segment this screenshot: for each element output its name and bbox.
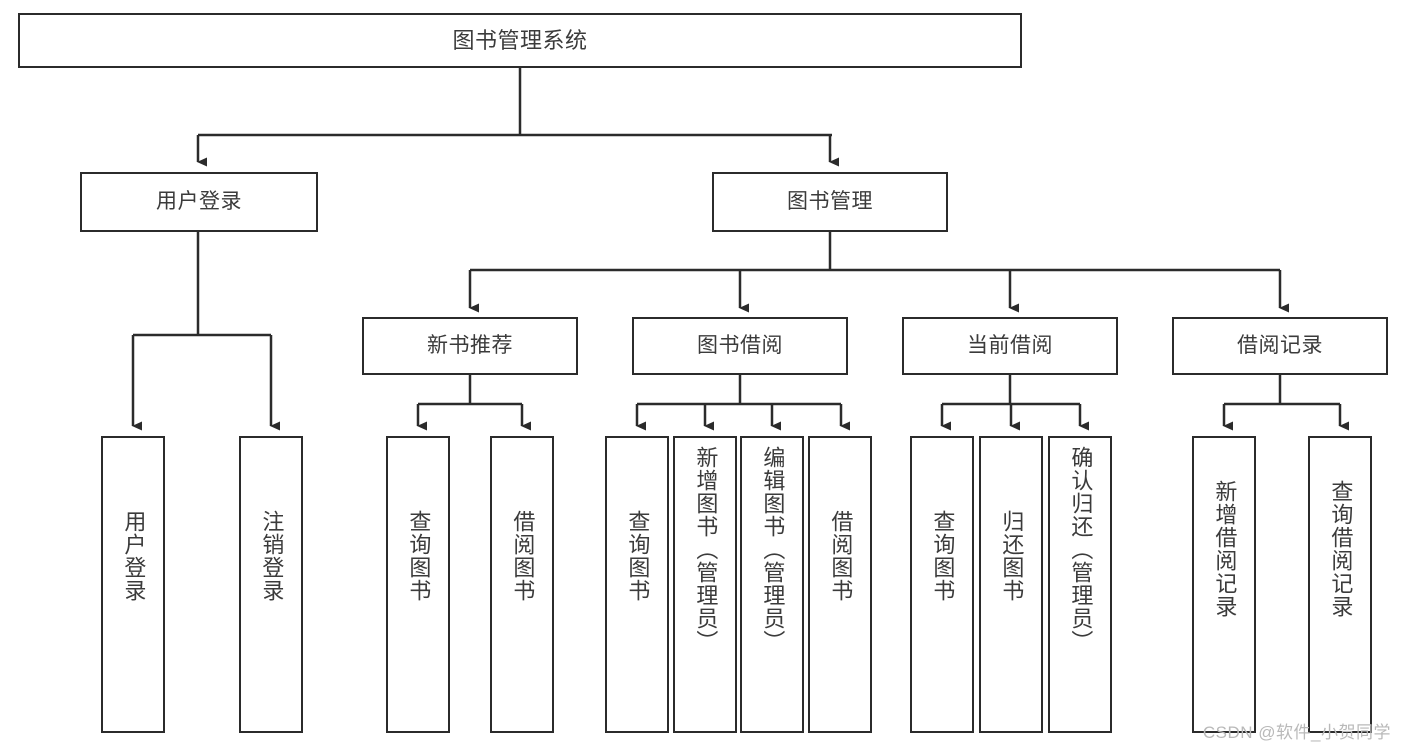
node-label: 当前借阅 [967, 333, 1053, 357]
node-label: 编辑图书（管理员） [760, 446, 786, 653]
node-label: 图书管理系统 [452, 27, 588, 53]
leaf-add-record[interactable]: 新增借阅记录 [1192, 436, 1256, 733]
leaf-edit-book[interactable]: 编辑图书（管理员） [740, 436, 804, 733]
node-user-login[interactable]: 用户登录 [80, 172, 318, 232]
node-label: 借阅图书 [510, 510, 536, 602]
node-label: 新书推荐 [427, 333, 513, 357]
node-book-borrow[interactable]: 图书借阅 [632, 317, 848, 375]
node-borrow-record[interactable]: 借阅记录 [1172, 317, 1388, 375]
node-label: 查询图书 [930, 510, 956, 602]
node-label: 查询图书 [406, 510, 432, 602]
leaf-borrow-book-2[interactable]: 借阅图书 [808, 436, 872, 733]
node-book-management[interactable]: 图书管理 [712, 172, 948, 232]
node-label: 图书管理 [787, 189, 873, 213]
leaf-user-logout[interactable]: 注销登录 [239, 436, 303, 733]
node-label: 查询图书 [625, 510, 651, 602]
leaf-confirm-return[interactable]: 确认归还（管理员） [1048, 436, 1112, 733]
node-root-system[interactable]: 图书管理系统 [18, 13, 1022, 68]
leaf-user-login[interactable]: 用户登录 [101, 436, 165, 733]
leaf-add-book[interactable]: 新增图书（管理员） [673, 436, 737, 733]
leaf-borrow-book-1[interactable]: 借阅图书 [490, 436, 554, 733]
node-label: 注销登录 [259, 510, 285, 602]
leaf-query-record[interactable]: 查询借阅记录 [1308, 436, 1372, 733]
node-label: 借阅记录 [1237, 333, 1323, 357]
node-new-book-recommend[interactable]: 新书推荐 [362, 317, 578, 375]
node-label: 归还图书 [999, 510, 1025, 602]
node-label: 新增借阅记录 [1212, 480, 1238, 618]
csdn-watermark: CSDN @软件_小贺同学 [1202, 723, 1391, 742]
leaf-query-book-1[interactable]: 查询图书 [386, 436, 450, 733]
node-label: 借阅图书 [828, 510, 854, 602]
leaf-query-book-2[interactable]: 查询图书 [605, 436, 669, 733]
node-current-borrow[interactable]: 当前借阅 [902, 317, 1118, 375]
leaf-return-book[interactable]: 归还图书 [979, 436, 1043, 733]
node-label: 用户登录 [121, 510, 147, 602]
node-label: 新增图书（管理员） [693, 446, 719, 653]
node-label: 用户登录 [156, 189, 242, 213]
node-label: 查询借阅记录 [1328, 480, 1354, 618]
leaf-query-book-3[interactable]: 查询图书 [910, 436, 974, 733]
node-label: 确认归还（管理员） [1068, 446, 1094, 653]
node-label: 图书借阅 [697, 333, 783, 357]
